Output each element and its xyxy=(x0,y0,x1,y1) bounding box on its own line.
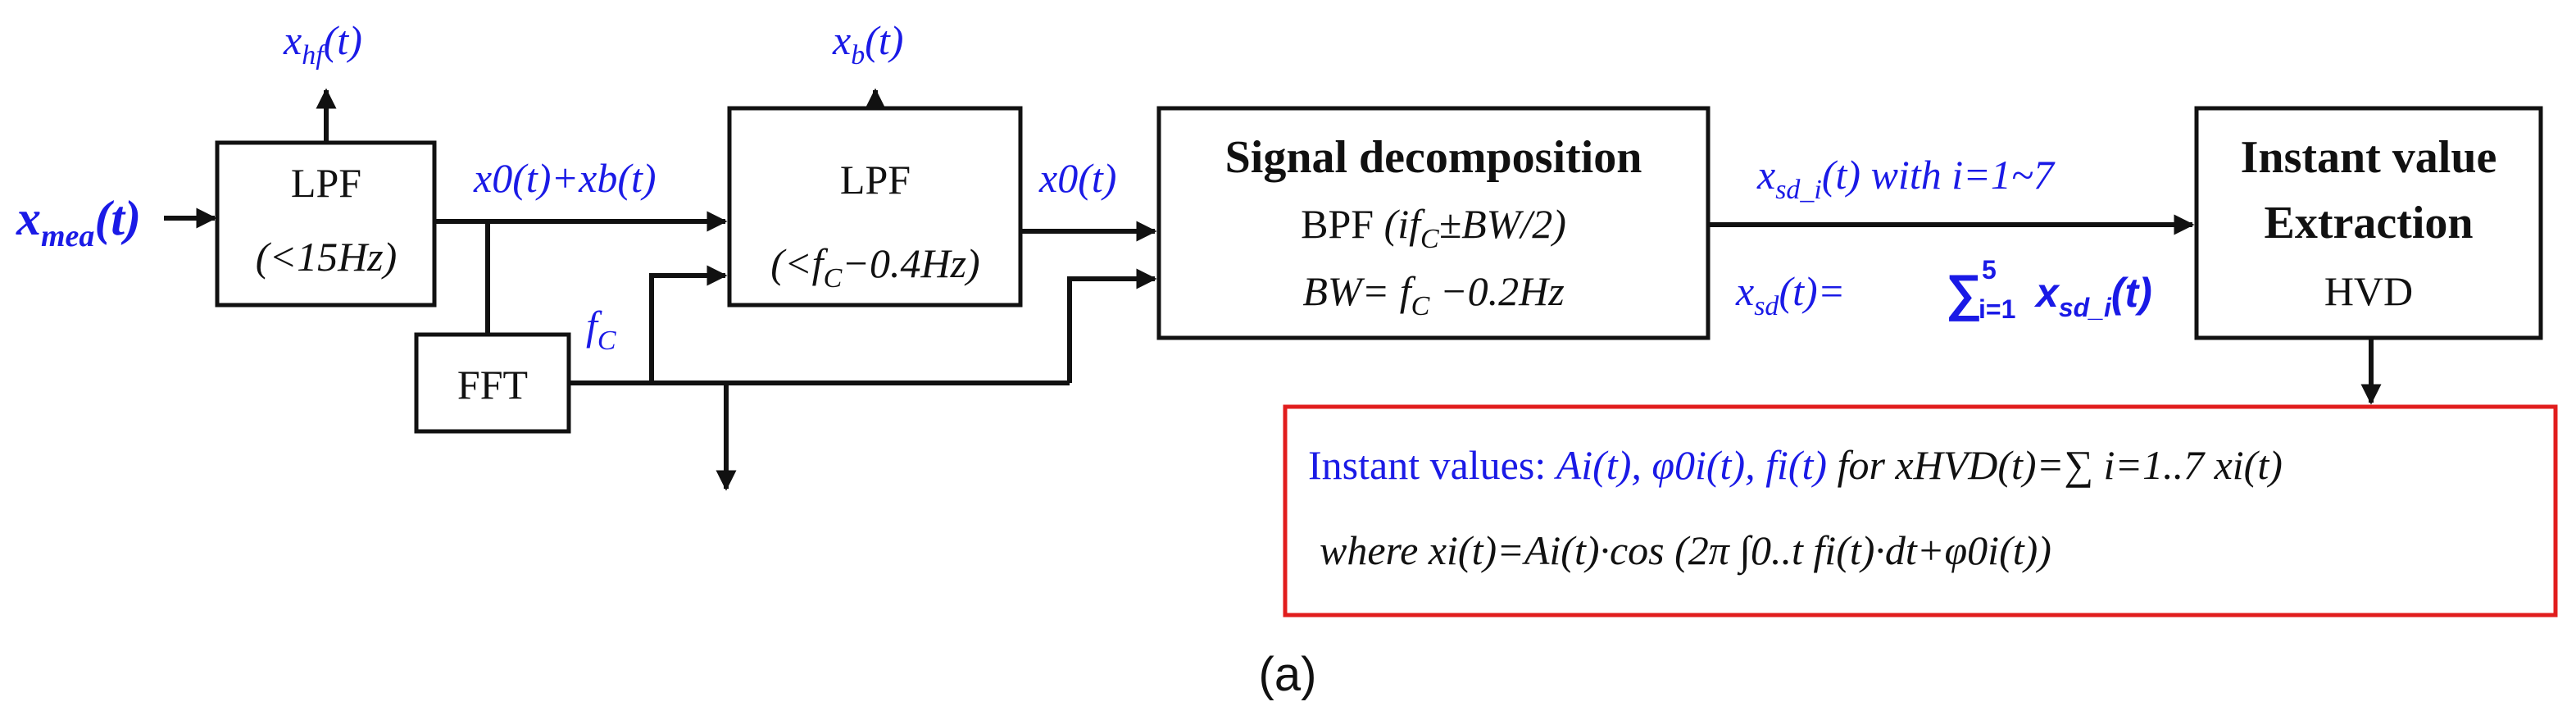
result-line2: where xi(t)=Ai(t)·cos (2π ∫0..t fi(t)·dt… xyxy=(1320,527,2051,576)
arrow-fft-decomp xyxy=(1067,268,1157,383)
result-box xyxy=(1283,404,2558,617)
input-label: xmea(t) xyxy=(16,191,141,253)
lpf2-cond: (<fC−0.4Hz) xyxy=(770,240,979,294)
lpf1-cond: (<15Hz) xyxy=(256,234,398,280)
output-b-label: xb(t) xyxy=(832,17,903,71)
extract-line1: Instant value xyxy=(2241,132,2497,183)
sd-sum-sigma: ∑ xyxy=(1946,265,1982,321)
sum-label: x0(t)+xb(t) xyxy=(473,155,656,201)
fft-title: FFT xyxy=(457,362,528,408)
decomp-bpf: BPF (ifC±BW/2) xyxy=(1301,201,1566,254)
lpf2-title: LPF xyxy=(840,157,911,203)
sd-sum-term: xsd_i(t) xyxy=(2033,270,2152,322)
x0-label: x0(t) xyxy=(1038,155,1116,201)
result-line1: Instant values: Ai(t), φ0i(t), fi(t) for… xyxy=(1308,442,2283,488)
extract-line2: Extraction xyxy=(2264,198,2473,248)
fc-label: fC xyxy=(586,303,616,356)
arrow-fft-lpf2 xyxy=(649,265,728,383)
sd-i-label: xsd_i(t) with i=1~7 xyxy=(1756,152,2056,205)
lpf1-title: LPF xyxy=(291,160,361,206)
sd-sum-upper: 5 xyxy=(1982,255,1997,285)
extract-line3: HVD xyxy=(2324,268,2413,314)
caption: (a) xyxy=(1259,648,1317,701)
decomp-title: Signal decomposition xyxy=(1225,132,1642,183)
output-hf-label: xhf(t) xyxy=(283,17,362,71)
sd-sum-label: xsd(t)= xyxy=(1735,268,1845,321)
decomp-bw: BW= fC −0.2Hz xyxy=(1302,268,1564,321)
sd-sum-lower: i=1 xyxy=(1979,294,2015,324)
